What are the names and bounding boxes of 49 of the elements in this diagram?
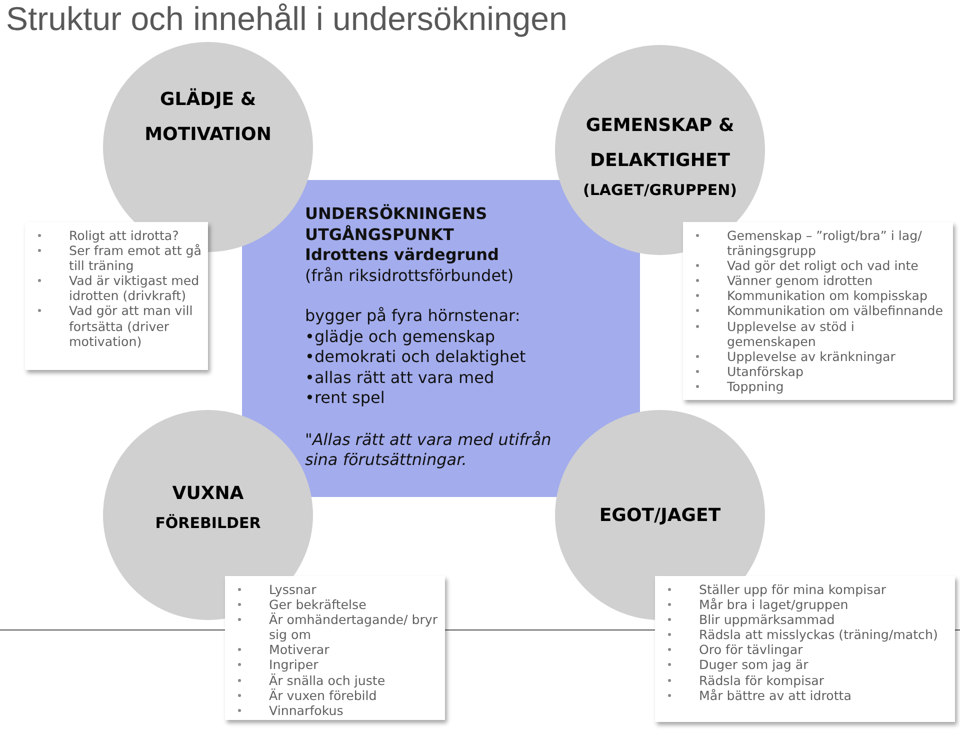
bullet-item: •demokrati och delaktighet [305,347,527,368]
category-heading: GLÄDJE & MOTIVATION [144,87,272,147]
panel-heading: Idrottens värdegrund [305,245,500,266]
bullet-item: Vad är viktigast med idrotten (drivkraft) [69,273,200,304]
bullet-item: Roligt att idrotta? [69,228,179,243]
bullet-item: Blir uppmärksammad [699,612,835,628]
bullet-item: Vad gör det roligt och vad inte [727,258,918,274]
category-heading: EGOT/JAGET [599,504,721,528]
category-heading: (LAGET/GRUPPEN) [583,180,737,201]
panel-text: (från riksidrottsförbundet) [305,266,515,286]
bullet-item: •glädje och gemenskap [305,326,496,347]
bullet-item: Ingriper [269,657,318,672]
bullet-card [225,576,445,720]
bullet-item: Motiverar [269,642,330,658]
bullet-item: Gemenskap – ”roligt/bra” i lag/ träningsgrupp [727,228,922,258]
bullet-item: Är omhändertagande/ bryr sig om [269,612,438,642]
bullet-item: •allas rätt att vara med [305,368,496,388]
bullet-item: Rädsla för kompisar [699,672,824,688]
bullet-item: Utanförskap [727,364,804,379]
panel-heading: UNDERSÖKNINGENS UTGÅNGSPUNKT [305,204,488,245]
bullet-item: Upplevelse av stöd i gemenskapen [727,318,854,349]
category-heading: GEMENSKAP & DELAKTIGHET [584,114,736,173]
bullet-item: Rädsla att misslyckas (träning/match) [699,627,938,642]
bullet-item: •rent spel [305,388,386,408]
bullet-item: Upplevelse av kränkningar [727,348,896,364]
quote-text: "Allas rätt att vara med utifrån sina förutsättningar. [305,430,552,470]
panel-text: bygger på fyra hörnstenar: [305,306,522,326]
bullet-item: Kommunikation om välbefinnande [727,303,943,318]
bullet-item: Vinnarfokus [269,702,344,718]
bullet-item: Är vuxen förebild [269,688,377,703]
bullet-item: Är snälla och juste [269,672,386,688]
bullet-item: Vad gör att man vill fortsätta (driver motivation) [69,303,193,349]
bullet-item: Oro för tävlingar [699,642,803,658]
bullet-item: Duger som jag är [699,657,808,672]
bullet-item: Lyssnar [269,582,316,597]
category-heading: FÖREBILDER [155,512,261,534]
bullet-item: Toppning [727,378,784,394]
bullet-card [655,576,955,722]
bullet-card [683,222,953,400]
bullet-card [25,222,208,370]
page-title: Struktur och innehåll i undersökningen [6,0,568,38]
bullet-item: Kommunikation om kompisskap [727,288,928,304]
bullet-item: Ger bekräftelse [269,597,366,612]
category-heading: VUXNA [172,482,244,506]
bullet-item: Mår bra i laget/gruppen [699,597,848,612]
bullet-item: Mår bättre av att idrotta [699,688,852,703]
bullet-item: Vänner genom idrotten [727,273,873,288]
bullet-item: Ställer upp för mina kompisar [699,582,886,597]
bullet-item: Ser fram emot att gå till träning [69,243,202,274]
